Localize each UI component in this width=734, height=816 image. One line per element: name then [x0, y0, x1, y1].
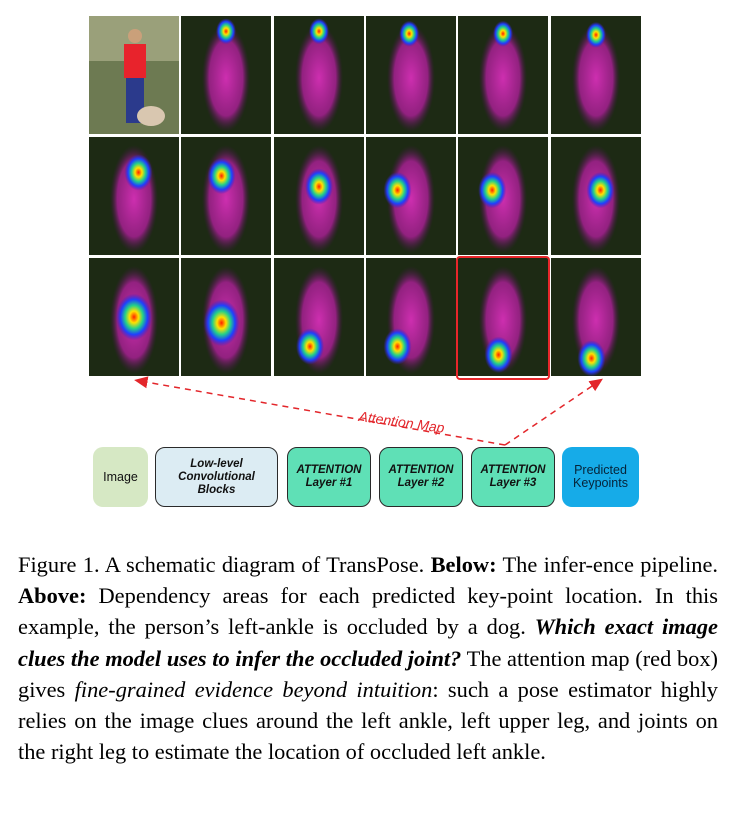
attention-heatmap-tile	[181, 258, 272, 376]
attention-heatmap-tile	[458, 16, 549, 134]
attention-heatmap-tile	[458, 137, 549, 255]
figure-caption: Figure 1. A schematic diagram of TransPo…	[18, 549, 718, 767]
attention-layer-3: ATTENTION Layer #3	[471, 447, 555, 507]
above-text: Dependency areas for each predicted key-…	[18, 583, 718, 640]
attention-map-highlight-box	[456, 256, 551, 380]
attention-heatmap-tile	[181, 137, 272, 255]
attention-heatmap-tile	[550, 137, 641, 255]
caption-question: Which exact image clues the model uses t…	[18, 614, 718, 671]
conv-blocks: Low-level Convolutional Blocks	[155, 447, 278, 507]
predicted-keypoints-label: Predicted Keypoints	[573, 463, 628, 490]
caption-text-2: : such a pose estimator highly relies on…	[18, 676, 719, 765]
attention-layer-1-label: ATTENTION Layer #1	[296, 464, 362, 489]
above-label: Above:	[18, 583, 87, 609]
attention-heatmap-tile	[550, 16, 641, 134]
attention-layer-3-label: ATTENTION Layer #3	[480, 464, 546, 489]
attention-heatmap-tile	[89, 137, 179, 255]
attention-heatmap-tile	[89, 258, 179, 376]
image-block-label: Image	[103, 469, 138, 484]
attention-layer-2-label: ATTENTION Layer #2	[388, 464, 454, 489]
arrow-to-keypoint	[504, 378, 603, 446]
attention-heatmap-tile	[365, 16, 456, 134]
arrow-to-image	[134, 376, 506, 446]
attention-heatmap-tile	[550, 258, 641, 376]
image-block: Image	[93, 447, 148, 507]
attention-heatmap-tile	[365, 258, 456, 376]
figure-label: Figure 1. A schematic diagram of TransPo…	[18, 552, 425, 577]
conv-blocks-label: Low-level Convolutional Blocks	[178, 457, 255, 496]
predicted-keypoints-block: Predicted Keypoints	[562, 447, 639, 507]
attention-heatmap-tile	[273, 137, 364, 255]
input-photo-tile	[89, 16, 179, 134]
attention-heatmap-tile	[181, 16, 272, 134]
attention-layer-2: ATTENTION Layer #2	[379, 447, 463, 507]
attention-heatmap-tile	[273, 258, 364, 376]
attention-heatmap-tile	[365, 137, 456, 255]
attention-layer-1: ATTENTION Layer #1	[287, 447, 371, 507]
below-text: The infer-ence pipeline.	[502, 552, 718, 577]
attention-heatmap-tile	[273, 16, 364, 134]
heatmap-grid	[89, 16, 641, 382]
attention-heatmap-tile	[458, 258, 549, 376]
caption-text-1: The attention map (red box) gives	[18, 645, 719, 702]
caption-emphasis: fine-grained evidence beyond intuition	[74, 676, 433, 702]
below-label: Below:	[430, 552, 497, 577]
